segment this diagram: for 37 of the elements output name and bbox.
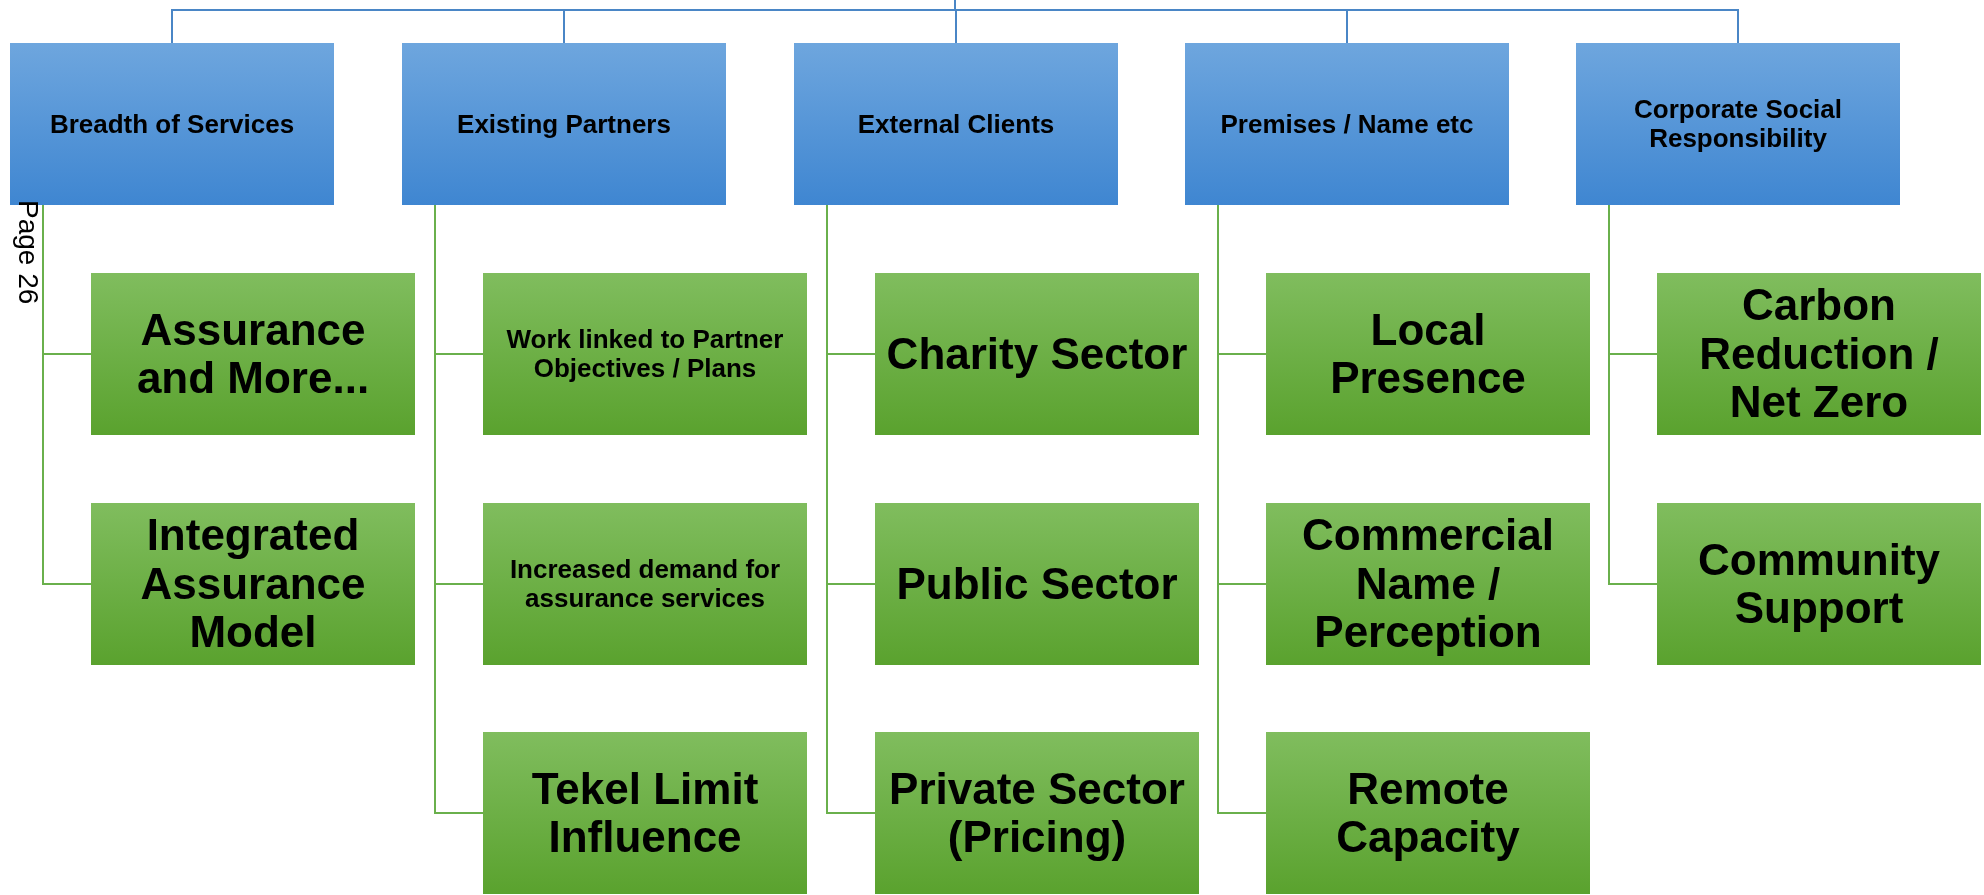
page-number: Page 26 bbox=[12, 200, 44, 305]
category-box bbox=[794, 43, 1118, 205]
box-text: Increased demand for assurance services bbox=[508, 555, 782, 613]
box-text: Premises / Name etc bbox=[1220, 109, 1474, 139]
box-text: Work linked to Partner Objectives / Plans bbox=[505, 325, 785, 383]
box-text: Commercial Name / Perception bbox=[1301, 511, 1555, 657]
box-text: Existing Partners bbox=[457, 109, 671, 139]
item-box bbox=[1266, 503, 1590, 665]
item-box bbox=[875, 503, 1199, 665]
box-text: Integrated Assurance Model bbox=[139, 511, 367, 657]
box-text: Remote Capacity bbox=[1335, 764, 1521, 862]
box-text: Private Sector (Pricing) bbox=[888, 764, 1186, 862]
item-box bbox=[1266, 273, 1590, 435]
category-box bbox=[1576, 43, 1900, 205]
box-text: Corporate Social Responsibility bbox=[1632, 95, 1844, 153]
box-text: External Clients bbox=[857, 109, 1055, 139]
item-box bbox=[1657, 503, 1981, 665]
category-box bbox=[1185, 43, 1509, 205]
item-box bbox=[875, 273, 1199, 435]
box-text: Community Support bbox=[1697, 535, 1941, 633]
box-text: Breadth of Services bbox=[49, 109, 295, 139]
item-box bbox=[1657, 273, 1981, 435]
box-text: Charity Sector bbox=[886, 329, 1188, 379]
category-box bbox=[402, 43, 726, 205]
item-box bbox=[875, 732, 1199, 894]
item-box bbox=[483, 273, 807, 435]
box-text: Public Sector bbox=[896, 559, 1178, 609]
box-text: Local Presence bbox=[1329, 305, 1527, 403]
connector-line bbox=[954, 0, 1739, 44]
item-box bbox=[1266, 732, 1590, 894]
item-box bbox=[483, 503, 807, 665]
box-text: Assurance and More... bbox=[135, 305, 371, 403]
item-box bbox=[91, 503, 415, 665]
item-box bbox=[91, 273, 415, 435]
item-box bbox=[483, 732, 807, 894]
box-text: Carbon Reduction / Net Zero bbox=[1698, 281, 1940, 427]
box-text: Tekel Limit Influence bbox=[530, 764, 760, 862]
